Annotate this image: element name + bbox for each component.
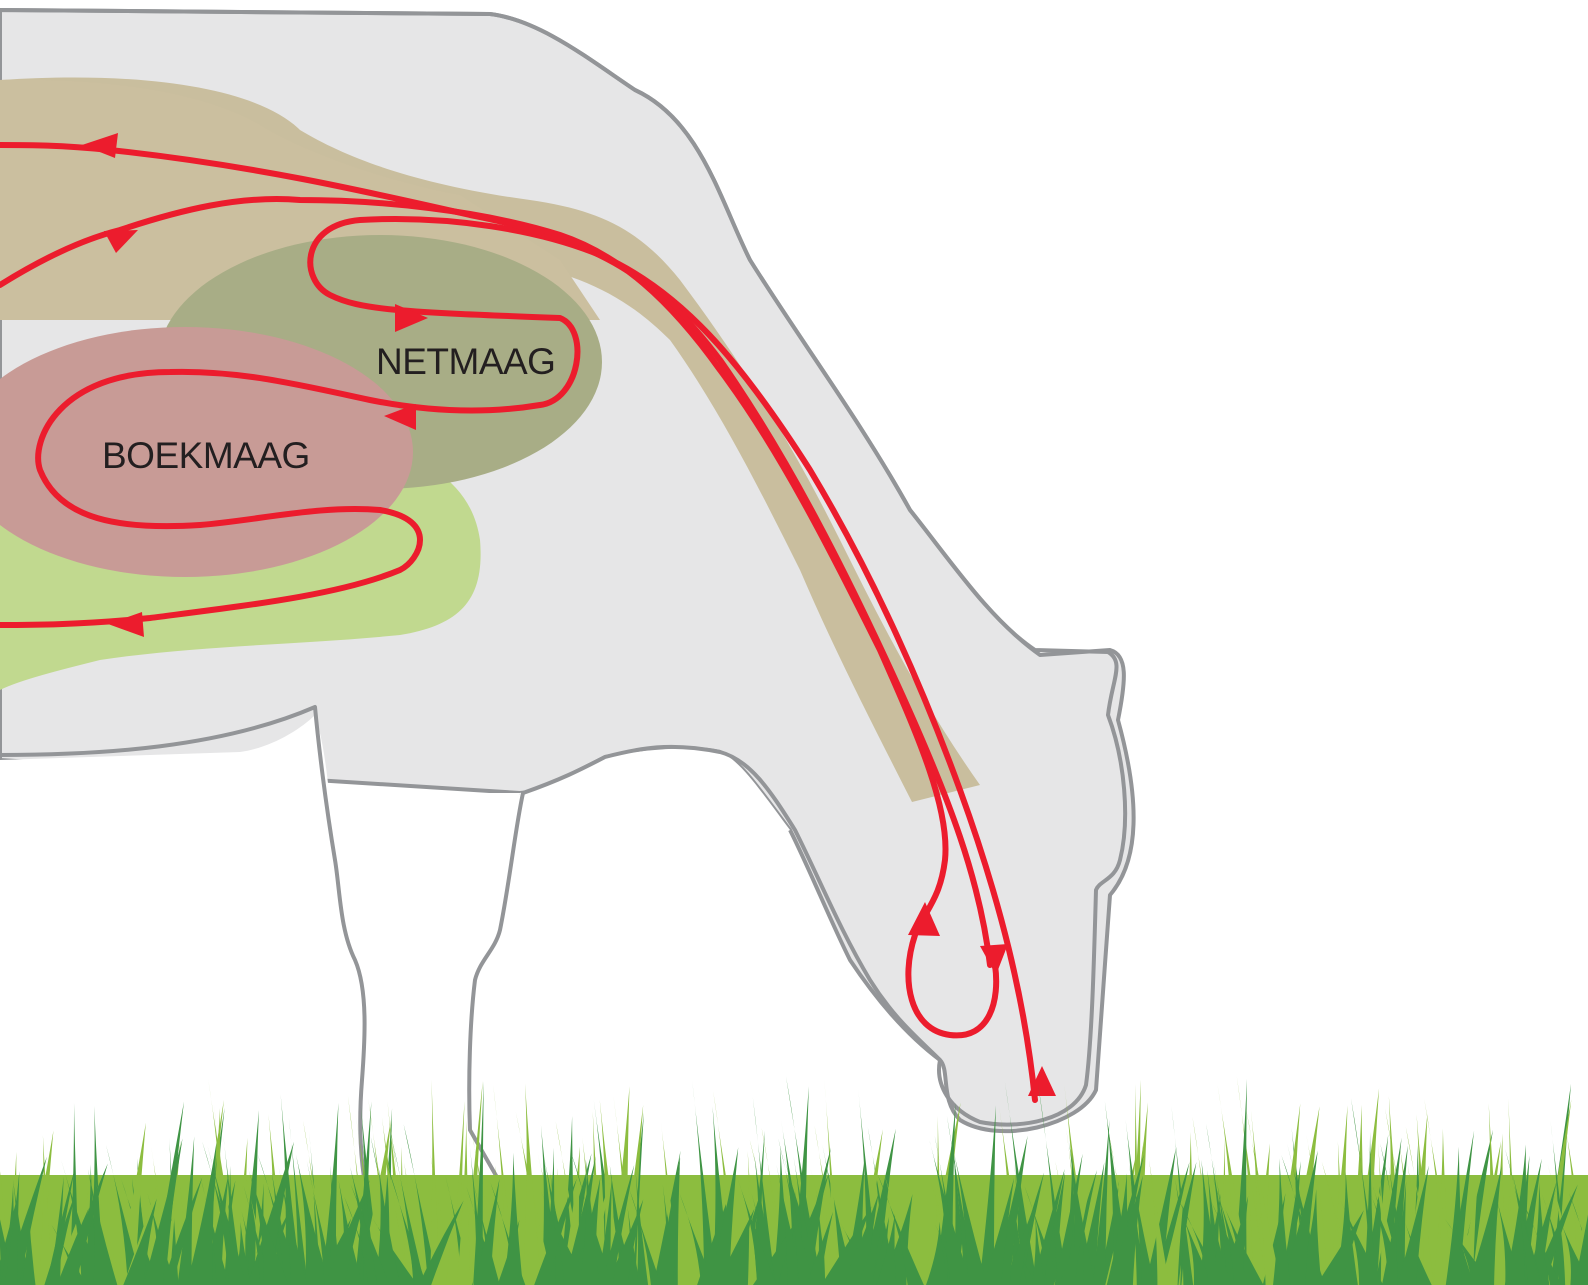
back-leg — [0, 715, 520, 1230]
boekmaag-label: BOEKMAAG — [102, 435, 310, 476]
grass — [0, 1076, 1588, 1285]
netmaag-label: NETMAAG — [376, 341, 555, 382]
